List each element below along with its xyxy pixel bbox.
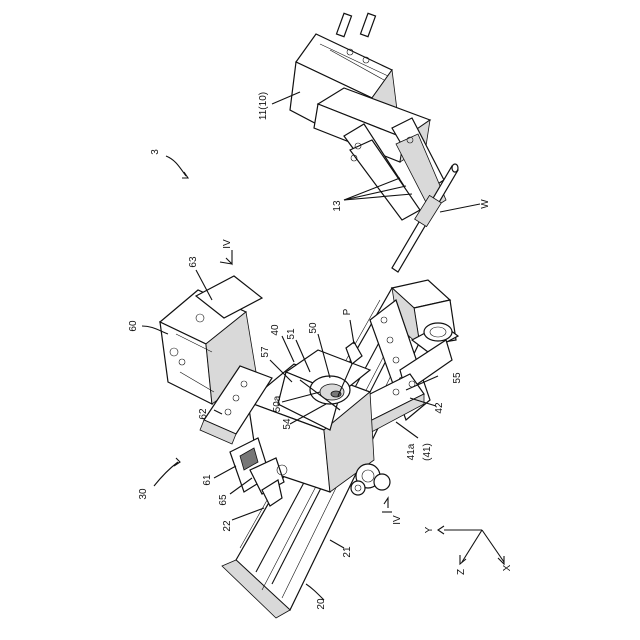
label-21: 21 — [342, 546, 353, 558]
label-55: 55 — [452, 372, 463, 384]
axis-label-y: Y — [424, 526, 435, 533]
label-65: 65 — [218, 494, 229, 506]
label-61: 61 — [202, 474, 213, 486]
label-50a: 50a — [272, 395, 283, 412]
label-50: 50 — [308, 322, 319, 334]
axis-y-arrow — [438, 526, 444, 534]
label-41: (41) — [422, 443, 433, 461]
axis-x-line — [482, 530, 504, 562]
gripper-unit — [290, 13, 458, 272]
label-11-10: 11(10) — [258, 92, 269, 120]
label-iv-top: IV — [222, 239, 233, 249]
label-41a: 41a — [406, 443, 417, 460]
axis-z-line — [462, 530, 482, 562]
label-30: 30 — [138, 488, 149, 500]
label-iv-bottom: IV — [392, 515, 403, 525]
label-20: 20 — [316, 598, 327, 610]
label-42: 42 — [434, 402, 445, 414]
axis-label-z: Z — [456, 569, 467, 575]
label-60: 60 — [128, 320, 139, 332]
label-22: 22 — [222, 520, 233, 532]
label-63: 63 — [188, 256, 199, 268]
axis-label-x: X — [502, 564, 513, 571]
label-57: 57 — [260, 346, 271, 358]
label-13: 13 — [332, 200, 343, 212]
label-51: 51 — [286, 328, 297, 340]
label-3: 3 — [150, 149, 161, 155]
label-54: 54 — [282, 418, 293, 430]
label-p: P — [342, 308, 353, 315]
label-40: 40 — [270, 324, 281, 336]
label-w: W — [480, 199, 491, 209]
coordinate-axes — [438, 526, 504, 564]
label-62: 62 — [198, 408, 209, 420]
